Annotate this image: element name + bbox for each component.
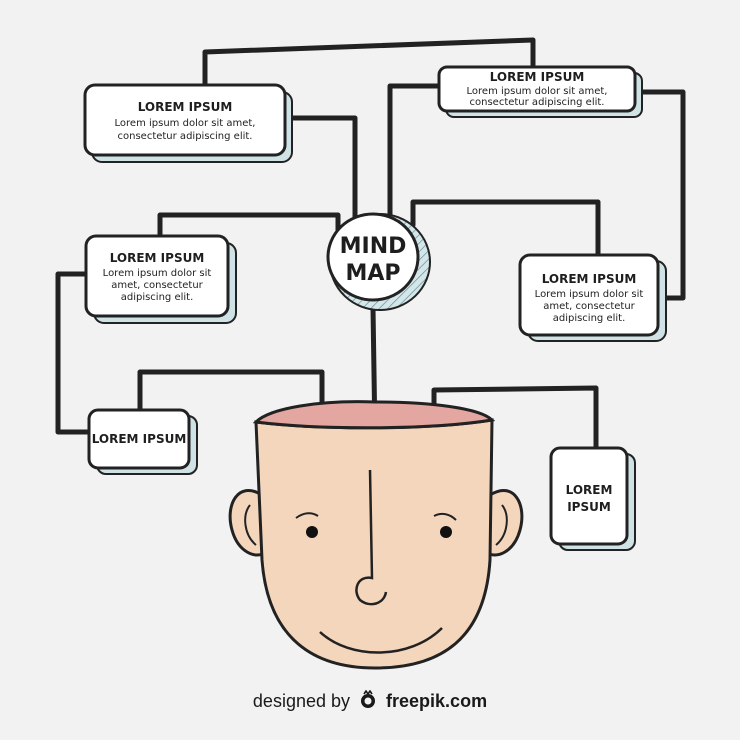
node-low-left: LOREM IPSUM [87,408,198,475]
node-low-right: LOREM IPSUM [549,446,636,551]
node-body-line: amet, consectetur [543,301,635,312]
left-eye [306,526,318,538]
node-title: LOREM IPSUM [138,100,233,114]
center-node: MIND MAP [326,212,431,311]
node-top-right: LOREM IPSUM Lorem ipsum dolor sit amet, … [437,65,643,118]
head-opening [252,400,496,430]
attribution: designed by freepik.com [0,690,740,712]
node-body-line: adipiscing elit. [121,292,194,303]
node-body-line: Lorem ipsum dolor sit [535,289,644,300]
connector-mid-left-to-low-left [55,271,93,435]
node-body-line: Lorem ipsum dolor sit amet, [115,118,256,129]
freepik-logo-icon [361,690,376,708]
node-title: IPSUM [567,500,611,514]
node-body-line: Lorem ipsum dolor sit [103,268,212,279]
node-body-line: Lorem ipsum dolor sit amet, [467,86,608,97]
connector-top-left-to-center [282,115,358,225]
left-ear [228,488,268,557]
face [254,418,494,670]
center-label-line1: MIND [340,234,407,259]
nose [355,469,388,606]
attribution-brand[interactable]: freepik.com [386,691,488,711]
right-eyebrow [433,512,457,521]
center-label-line2: MAP [345,261,400,286]
connector-center-to-top-right [387,83,443,225]
right-eye [440,526,452,538]
node-mid-right: LOREM IPSUM Lorem ipsum dolor sit amet, … [518,253,667,342]
connector-center-to-mid-right [410,199,601,259]
node-title: LOREM IPSUM [490,70,585,84]
smile [319,627,443,654]
connector-lines [55,37,686,451]
node-mid-left: LOREM IPSUM Lorem ipsum dolor sit amet, … [84,234,237,324]
node-body-line: amet, consectetur [111,280,203,291]
node-body-line: consectetur adipiscing elit. [118,131,253,142]
node-body-line: adipiscing elit. [553,313,626,324]
connector-top-left-to-top-right [202,37,536,88]
attribution-prefix: designed by [252,691,350,711]
right-ear [484,488,524,557]
node-body-line: consectetur adipiscing elit. [470,97,605,108]
node-title: LOREM IPSUM [110,251,205,265]
connector-top-right-to-mid-right [637,89,686,301]
node-title: LOREM IPSUM [92,432,187,446]
left-eyebrow [295,512,319,519]
connector-mid-left-to-center [157,212,341,241]
node-title: LOREM IPSUM [542,272,637,286]
node-title: LOREM [566,483,613,497]
node-top-left: LOREM IPSUM Lorem ipsum dolor sit amet, … [83,83,293,163]
head-illustration [228,400,524,670]
